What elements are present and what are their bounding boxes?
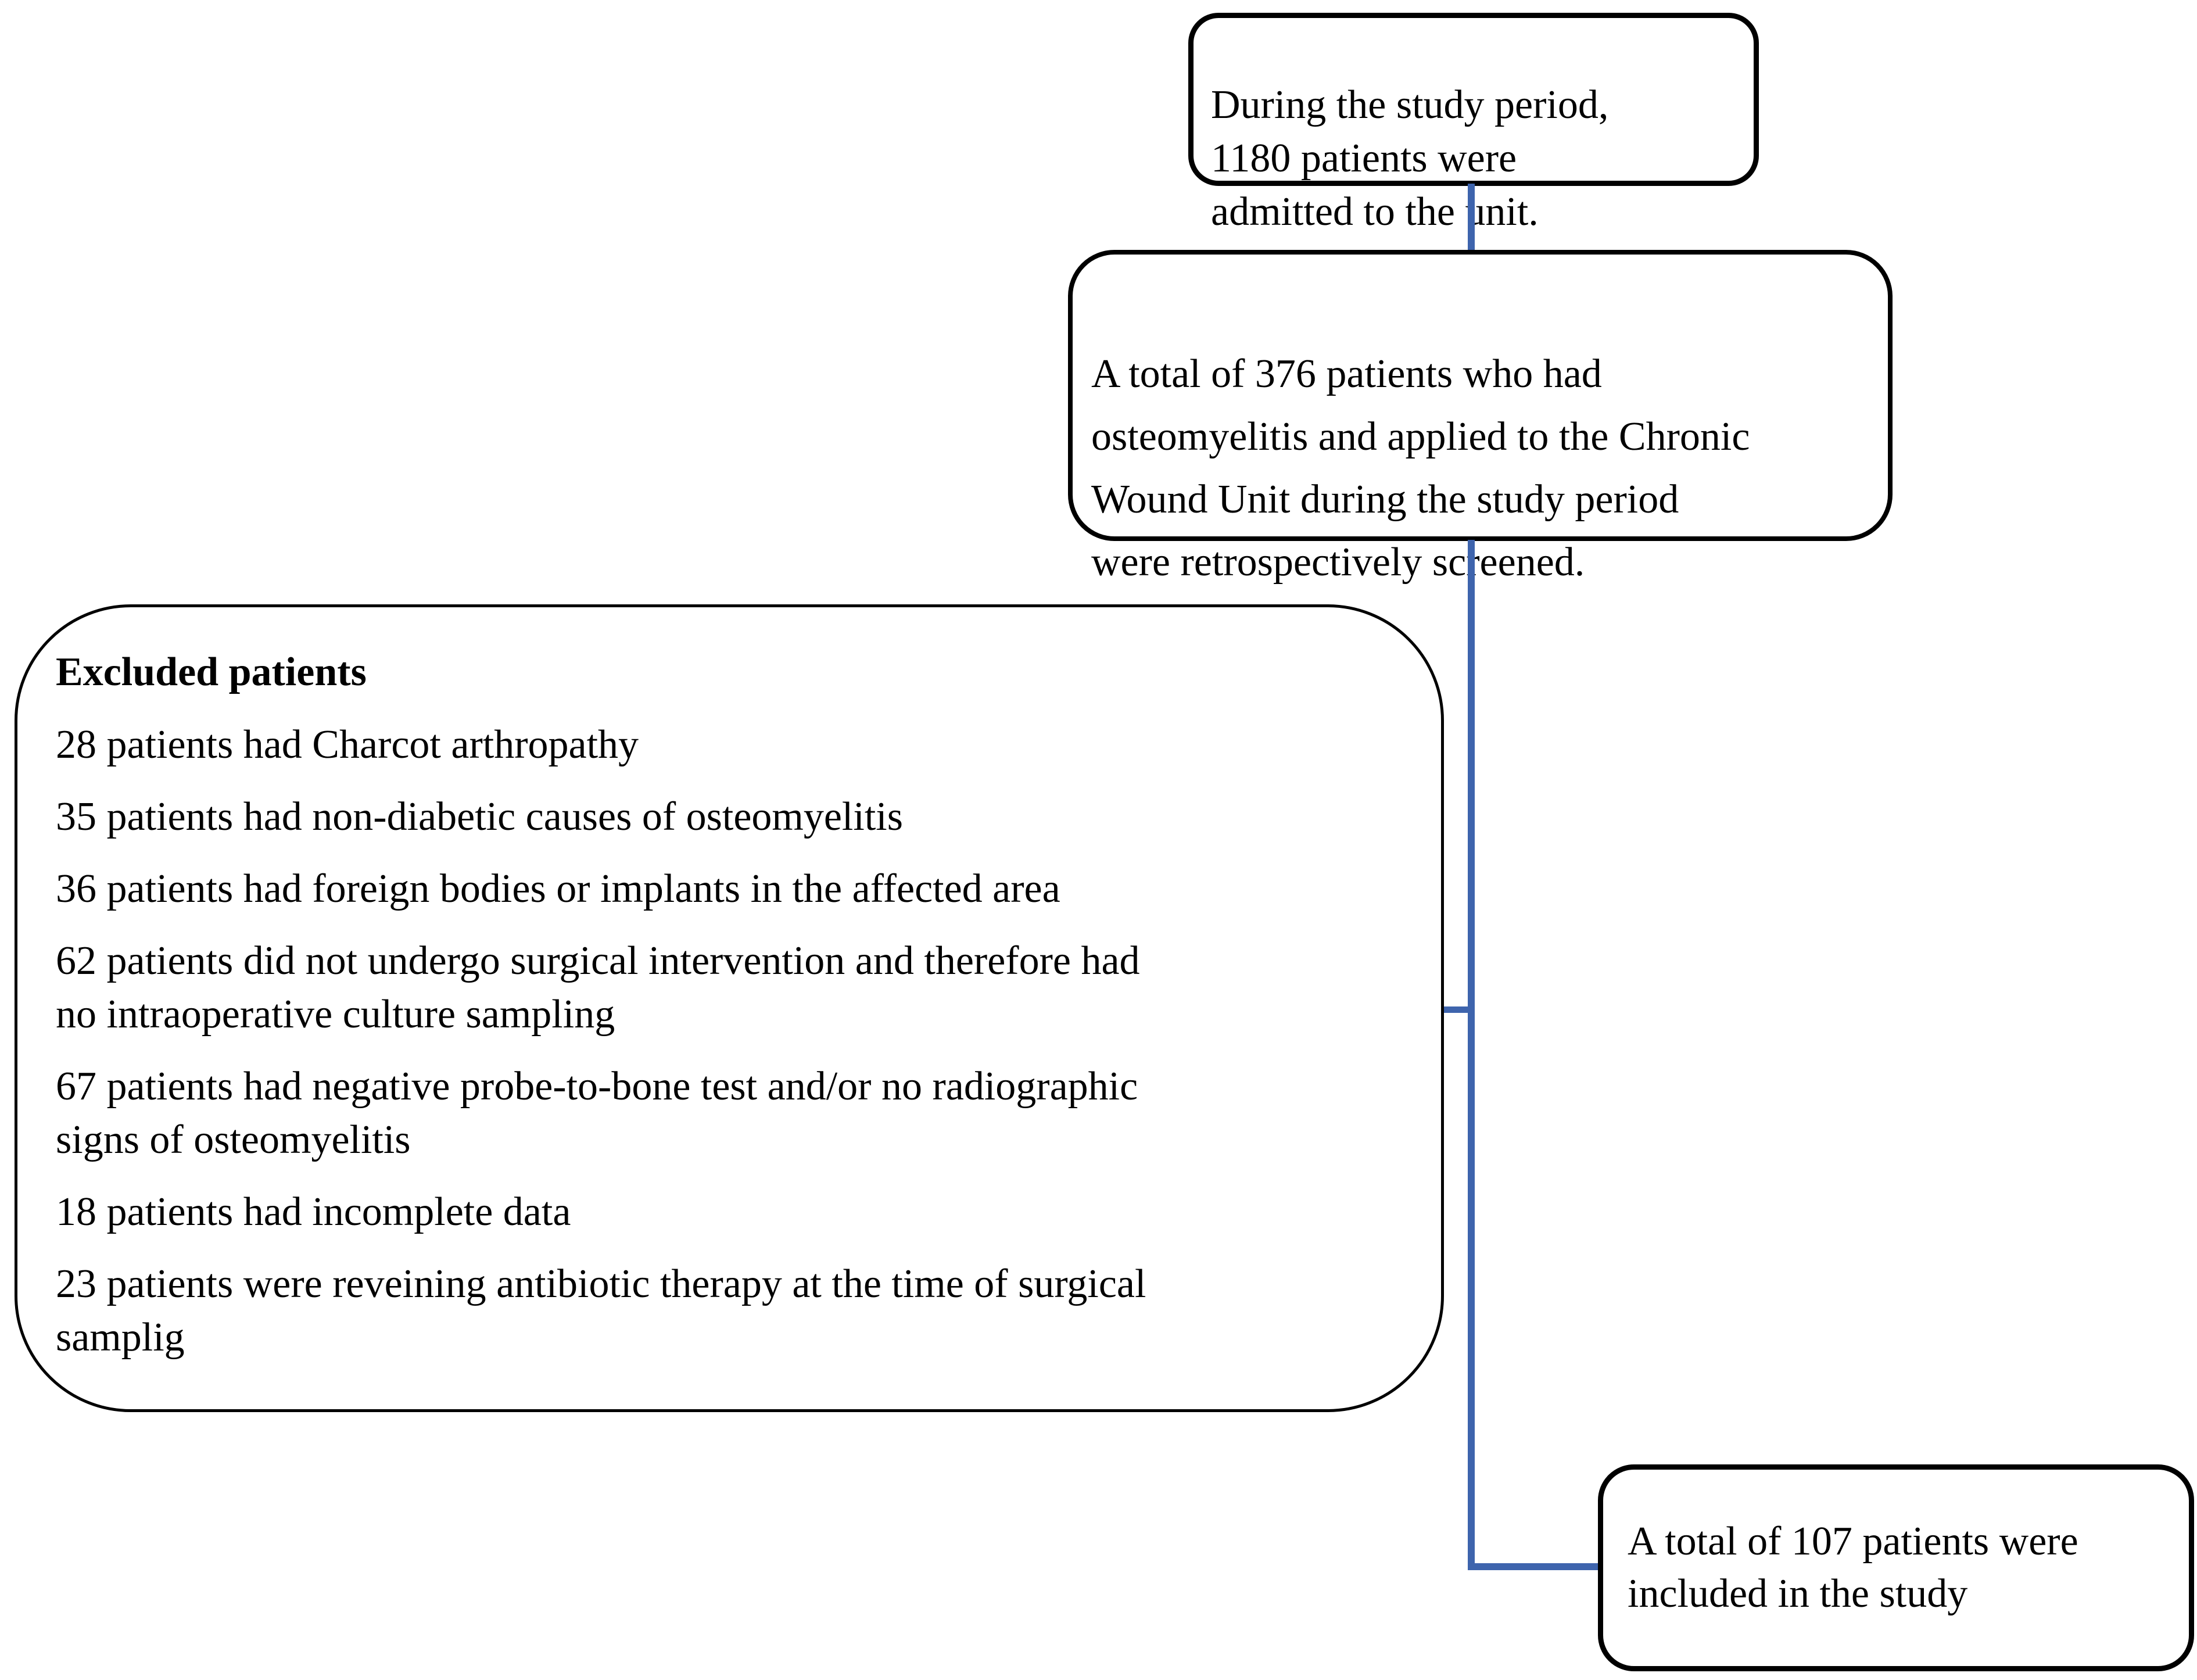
box-screened-text: A total of 376 patients who had osteomye… [1091,352,1750,585]
excluded-item: 36 patients had foreign bodies or implan… [56,866,1060,911]
box-excluded-patients: Excluded patients 28 patients had Charco… [15,604,1444,1412]
excluded-title: Excluded patients [56,650,367,694]
box-screened-patients: A total of 376 patients who had osteomye… [1068,250,1893,585]
excluded-item: 62 patients did not undergo surgical int… [56,938,1140,1037]
connector-main-vertical [1468,540,1475,1570]
connector-admitted-to-screened [1468,184,1475,252]
excluded-item: 23 patients were reveining antibiotic th… [56,1262,1146,1360]
connector-to-included [1468,1563,1603,1570]
box-admitted-patients: During the study period, 1180 patients w… [1188,13,1759,234]
excluded-item: 67 patients had negative probe-to-bone t… [56,1064,1138,1162]
box-admitted-text: During the study period, 1180 patients w… [1211,83,1609,234]
box-included-text: A total of 107 patients were included in… [1628,1519,2078,1616]
box-included-patients: A total of 107 patients were included in… [1598,1464,2194,1671]
excluded-item: 18 patients had incomplete data [56,1190,571,1234]
connector-excluded-stub [1442,1006,1475,1013]
excluded-item: 35 patients had non-diabetic causes of o… [56,794,903,839]
excluded-item: 28 patients had Charcot arthropathy [56,722,639,767]
